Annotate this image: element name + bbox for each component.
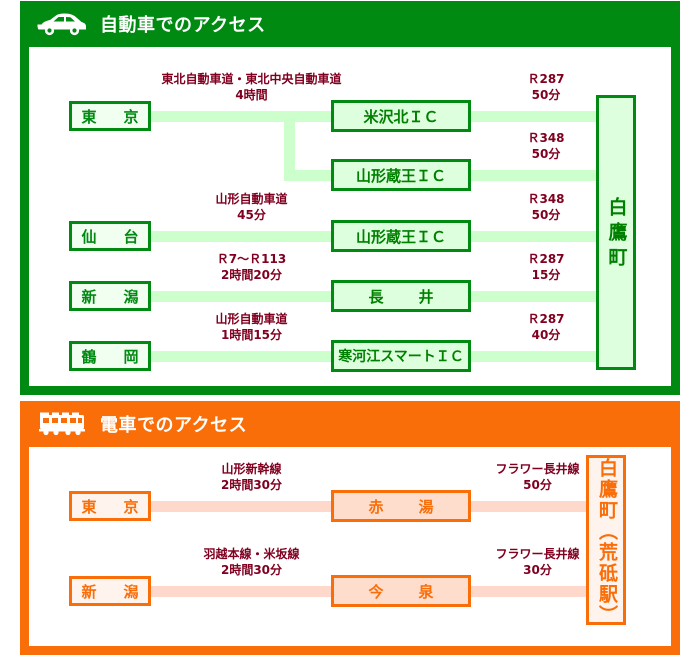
caption-sendai-leg1-route: 山形自動車道 <box>215 192 288 206</box>
connector-tokyo-branch-lower <box>284 170 351 181</box>
train-section-title: 電車でのアクセス <box>100 415 248 436</box>
connector-row2-right <box>469 170 616 181</box>
connector-niigata-left <box>151 291 351 302</box>
node-mid-nagai[interactable]: 長 井 <box>331 280 471 312</box>
connector-train-niigata-left <box>151 586 351 597</box>
caption-train-niigata-leg2-time: 30分 <box>523 563 552 578</box>
caption-train-tokyo-leg1-route: 山形新幹線 <box>221 462 282 476</box>
node-destination-shirataka[interactable]: 白鷹町 <box>596 95 636 370</box>
caption-sendai-leg1: 山形自動車道 45分 <box>169 191 334 223</box>
connector-tsuruoka-left <box>151 351 351 362</box>
node-mid-yamagatazao-ic-2[interactable]: 山形蔵王ＩＣ <box>331 220 471 252</box>
caption-branch-leg2-time: 50分 <box>531 147 561 162</box>
car-section-title: 自動車でのアクセス <box>100 15 266 36</box>
caption-train-tokyo-leg1: 山形新幹線 2時間30分 <box>169 461 334 493</box>
caption-niigata-leg1-route: Ｒ7〜Ｒ113 <box>216 252 287 266</box>
node-train-mid-akayu[interactable]: 赤 湯 <box>331 490 471 522</box>
caption-tokyo-leg1-time: 4時間 <box>235 88 268 103</box>
caption-tokyo-leg1-route: 東北自動車道・東北中央自動車道 <box>161 72 342 86</box>
caption-sendai-leg2-time: 50分 <box>531 208 561 223</box>
caption-train-niigata-leg1: 羽越本線・米坂線 2時間30分 <box>169 546 334 578</box>
connector-tokyo-trunk <box>151 111 351 122</box>
caption-tsuruoka-leg2-time: 40分 <box>531 328 561 343</box>
caption-branch-leg2: Ｒ348 50分 <box>501 130 591 162</box>
connector-tokyo-branch-vertical <box>284 111 295 181</box>
caption-train-niigata-leg2-route: フラワー長井線 <box>495 547 580 561</box>
caption-niigata-leg2: Ｒ287 15分 <box>501 251 591 283</box>
caption-sendai-leg1-time: 45分 <box>237 208 266 223</box>
car-icon <box>36 10 88 38</box>
node-origin-niigata[interactable]: 新 潟 <box>69 281 151 311</box>
connector-train-tokyo-left <box>151 501 351 512</box>
caption-branch-leg2-route: Ｒ348 <box>527 131 565 145</box>
node-origin-sendai[interactable]: 仙 台 <box>69 221 151 251</box>
caption-tsuruoka-leg2: Ｒ287 40分 <box>501 311 591 343</box>
caption-tokyo-leg2-route: Ｒ287 <box>527 72 565 86</box>
caption-tsuruoka-leg1-time: 1時間15分 <box>220 328 283 343</box>
caption-train-niigata-leg1-time: 2時間30分 <box>220 563 283 578</box>
car-access-panel: 自動車でのアクセス 東北自動車道・東北中央自動車道 4時間 東 京 米沢北ＩＣ … <box>20 1 680 395</box>
caption-niigata-leg1-time: 2時間20分 <box>220 268 283 283</box>
car-section-header: 自動車でのアクセス <box>20 1 680 47</box>
caption-tokyo-leg2-time: 50分 <box>531 88 561 103</box>
connector-train-niigata-right <box>469 586 606 597</box>
node-train-destination-shirataka-arato[interactable]: 白鷹町（荒砥駅） <box>586 455 626 626</box>
node-mid-yonezawakita-ic[interactable]: 米沢北ＩＣ <box>331 100 471 132</box>
caption-tsuruoka-leg2-route: Ｒ287 <box>527 312 565 326</box>
caption-tsuruoka-leg1: 山形自動車道 1時間15分 <box>169 311 334 343</box>
caption-tokyo-leg1: 東北自動車道・東北中央自動車道 4時間 <box>134 71 369 103</box>
node-origin-tsuruoka[interactable]: 鶴 岡 <box>69 341 151 371</box>
node-train-mid-imaizumi[interactable]: 今 泉 <box>331 575 471 607</box>
connector-niigata-right <box>469 291 616 302</box>
caption-train-tokyo-leg2: フラワー長井線 50分 <box>469 461 606 493</box>
node-mid-yamagatazao-ic-1[interactable]: 山形蔵王ＩＣ <box>331 159 471 191</box>
connector-tsuruoka-right <box>469 351 616 362</box>
train-section-header: 電車でのアクセス <box>20 401 680 447</box>
caption-niigata-leg2-route: Ｒ287 <box>527 252 565 266</box>
caption-sendai-leg2: Ｒ348 50分 <box>501 191 591 223</box>
node-train-origin-niigata[interactable]: 新 潟 <box>69 576 151 606</box>
caption-niigata-leg1: Ｒ7〜Ｒ113 2時間20分 <box>169 251 334 283</box>
caption-train-tokyo-leg2-time: 50分 <box>523 478 552 493</box>
connector-sendai-right <box>469 231 616 242</box>
connector-sendai-left <box>151 231 351 242</box>
connector-row1-right <box>469 111 616 122</box>
node-train-origin-tokyo[interactable]: 東 京 <box>69 491 151 521</box>
train-icon <box>36 410 88 438</box>
node-origin-tokyo[interactable]: 東 京 <box>69 101 151 131</box>
caption-niigata-leg2-time: 15分 <box>531 268 561 283</box>
caption-train-tokyo-leg2-route: フラワー長井線 <box>495 462 580 476</box>
train-access-panel: 電車でのアクセス 山形新幹線 2時間30分 東 京 赤 湯 フラワー長井線 50… <box>20 401 680 655</box>
caption-train-niigata-leg1-route: 羽越本線・米坂線 <box>203 547 300 561</box>
connector-train-tokyo-right <box>469 501 606 512</box>
caption-train-niigata-leg2: フラワー長井線 30分 <box>469 546 606 578</box>
caption-tokyo-leg2: Ｒ287 50分 <box>501 71 591 103</box>
caption-train-tokyo-leg1-time: 2時間30分 <box>220 478 283 493</box>
caption-tsuruoka-leg1-route: 山形自動車道 <box>215 312 288 326</box>
caption-sendai-leg2-route: Ｒ348 <box>527 192 565 206</box>
node-mid-sagae-smart-ic[interactable]: 寒河江スマートＩＣ <box>331 340 471 372</box>
